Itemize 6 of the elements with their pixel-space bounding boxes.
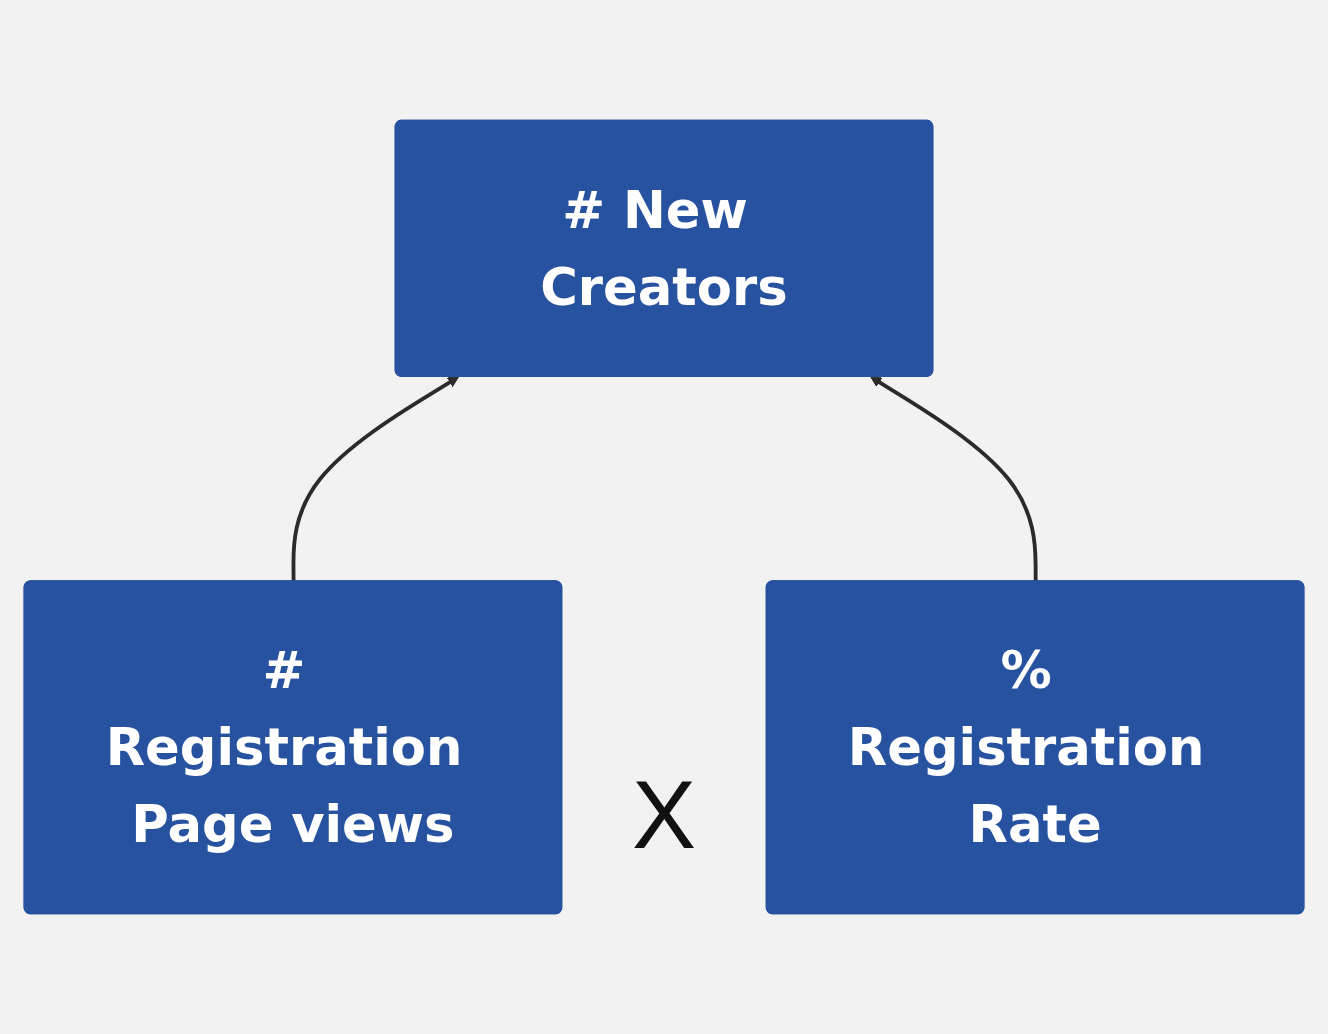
metric-box: % Registration Rate xyxy=(765,580,1305,915)
arrow xyxy=(870,376,1038,582)
multiply-sign: X xyxy=(632,760,696,870)
metric-box: # Registration Page views xyxy=(23,580,563,915)
metric-box: # New Creators xyxy=(394,119,934,377)
arrow xyxy=(291,376,459,582)
